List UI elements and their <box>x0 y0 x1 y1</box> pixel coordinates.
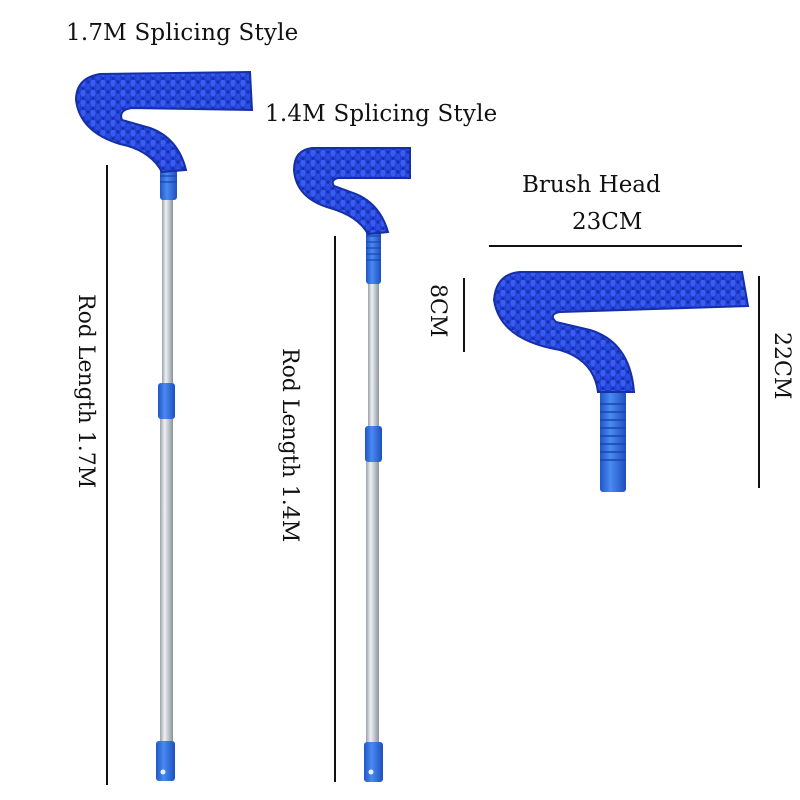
rod-1-7m-dimension-line <box>106 165 108 785</box>
brush-head-height-dimension-line <box>463 278 465 352</box>
brush-total-height-dimension-line <box>758 276 760 488</box>
rod-length-1-4m-label: Rod Length 1.4M <box>277 348 302 543</box>
style-1-7m-title: 1.7M Splicing Style <box>66 20 299 46</box>
rod-length-1-7m-label: Rod Length 1.7M <box>73 294 98 489</box>
brush-head-detail <box>492 271 750 492</box>
duster-1-7m <box>74 70 254 781</box>
brush-width-dimension-line <box>489 245 742 247</box>
brush-head-height-label: 8CM <box>425 284 450 338</box>
duster-1-4m <box>292 147 411 782</box>
brush-head-title: Brush Head <box>522 172 661 198</box>
brush-head-width-label: 23CM <box>572 209 643 235</box>
style-1-4m-title: 1.4M Splicing Style <box>265 101 498 127</box>
rod-1-4m-dimension-line <box>334 236 336 782</box>
brush-total-height-label: 22CM <box>769 332 794 400</box>
